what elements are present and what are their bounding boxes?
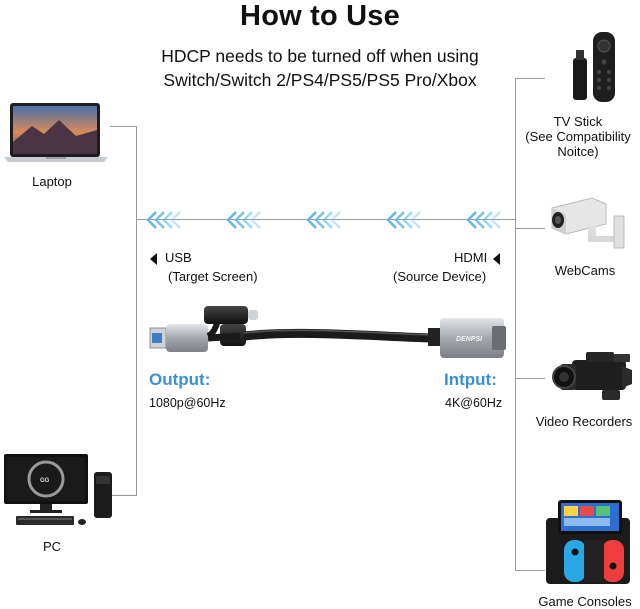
webcam-icon (551, 197, 625, 249)
tv-stick-label: TV Stick (See Compatibility Noitce) (516, 114, 640, 159)
hdmi-source-device: (Source Device) (393, 269, 487, 284)
arrow-group-5 (466, 211, 501, 229)
webcams-label: WebCams (554, 263, 616, 278)
right-tick-webcams (515, 228, 545, 229)
left-bracket-vertical (136, 126, 137, 496)
svg-text:GG: GG (40, 478, 50, 484)
laptop-label: Laptop (32, 174, 72, 189)
usb-target-screen: (Target Screen) (168, 269, 258, 284)
pc-icon: GG (4, 454, 112, 525)
left-bracket-bottom (112, 495, 137, 496)
game-console-icon (546, 500, 630, 584)
tv-stick-icon (573, 32, 615, 102)
tv-stick-label-line-2: (See Compatibility (525, 129, 631, 144)
input-heading: Intput: (444, 370, 497, 389)
right-bracket-vertical (515, 78, 516, 571)
hdcp-notice-line-2: Switch/Switch 2/PS4/PS5/PS5 Pro/Xbox (163, 70, 477, 90)
pc-label: PC (42, 539, 62, 554)
arrow-group-1 (146, 211, 181, 229)
left-bracket-top (110, 126, 137, 127)
right-tick-video-recorders (515, 378, 545, 379)
usb-port-label: USB (150, 247, 192, 268)
chevron-left-icon (493, 252, 501, 265)
usb-label: USB (165, 250, 192, 265)
hdcp-notice-line-1: HDCP needs to be turned off when using (161, 46, 479, 66)
video-recorders-label: Video Recorders (535, 414, 633, 429)
hdcp-notice: HDCP needs to be turned off when using S… (120, 44, 520, 92)
hdmi-port-label: HDMI (454, 247, 501, 268)
arrow-group-4 (386, 211, 421, 229)
right-tick-tv-stick (515, 78, 545, 79)
arrow-group-2 (226, 211, 261, 229)
adapter-brand-logo: DENPSI (456, 336, 483, 343)
output-resolution: 1080p@60Hz (149, 396, 226, 410)
capture-adapter-cable: DENPSI (149, 306, 506, 358)
video-recorder-icon (552, 352, 632, 400)
right-tick-game-consoles (515, 570, 545, 571)
tv-stick-label-line-1: TV Stick (553, 114, 603, 129)
chevron-left-icon (150, 252, 157, 265)
laptop-icon (4, 103, 108, 162)
arrow-group-3 (306, 211, 341, 229)
input-resolution: 4K@60Hz (445, 396, 503, 410)
signal-arrows (146, 211, 501, 229)
page-title: How to Use (240, 0, 400, 32)
game-consoles-label: Game Consoles (538, 594, 632, 609)
hdmi-label: HDMI (454, 250, 488, 265)
output-heading: Output: (149, 370, 211, 389)
tv-stick-label-line-3: Noitce) (557, 144, 599, 159)
